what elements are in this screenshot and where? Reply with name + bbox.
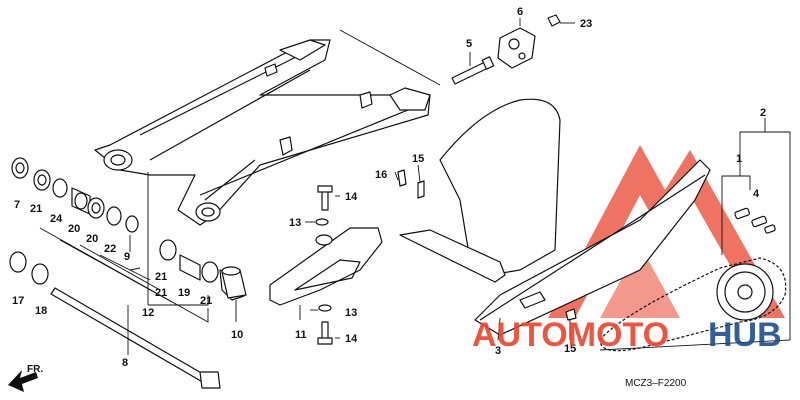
callout-14-top: 14: [345, 191, 358, 203]
pivot-axle: [50, 287, 221, 389]
callout-12: 12: [142, 307, 154, 319]
callout-4: 4: [753, 188, 760, 200]
callout-24: 24: [50, 213, 63, 225]
callout-23: 23: [580, 18, 592, 30]
swingarm: [94, 39, 431, 226]
front-direction-label: FR.: [27, 364, 43, 375]
watermark-text: AUTOMOTO HUB: [472, 316, 782, 354]
diagram-code: MCZ3–F2200: [625, 378, 687, 389]
rear-fender: [399, 98, 711, 336]
drive-chain: [599, 257, 787, 352]
callout-20-b: 20: [86, 233, 98, 245]
callout-15-bottom: 15: [564, 343, 576, 355]
callout-5: 5: [466, 38, 472, 50]
bolt-14-bottom: [317, 321, 333, 345]
chain-adjuster: [497, 27, 536, 69]
callout-labels: 6 23 5 2 1 4 15 16 14 13 13 14 11 10 3 1…: [12, 6, 766, 369]
callout-8: 8: [122, 357, 128, 369]
callout-2: 2: [760, 107, 766, 119]
callout-6: 6: [517, 6, 523, 18]
callout-21-c: 21: [200, 295, 212, 307]
callout-22: 22: [104, 243, 116, 255]
callout-10: 10: [231, 329, 243, 341]
front-direction-arrow: FR.: [8, 364, 43, 392]
washer-13-bottom: [318, 304, 332, 312]
chain-slider: [269, 227, 383, 306]
callout-21-b: 21: [155, 271, 167, 283]
callout-13-top: 13: [289, 217, 301, 229]
bolt-16: [397, 169, 407, 187]
adjuster-bolt: [451, 56, 495, 85]
collar-10: [221, 266, 247, 299]
bolt-15-bottom: [565, 308, 577, 321]
nut-23: [547, 14, 561, 27]
callout-15-top: 15: [412, 153, 424, 165]
callout-11: 11: [295, 329, 307, 341]
callout-17: 17: [12, 295, 24, 307]
callout-20-a: 20: [68, 223, 80, 235]
leader-lines: [39, 18, 791, 355]
callout-7: 7: [14, 199, 20, 211]
watermark-hub: HUB: [708, 316, 782, 354]
bolt-15-top: [417, 180, 425, 199]
bolt-14-top: [317, 185, 333, 211]
callout-21-d: 21: [155, 287, 167, 299]
callout-14-bottom: 14: [345, 333, 358, 345]
master-link-kit: [734, 207, 776, 234]
callout-18: 18: [35, 305, 47, 317]
washer-13-top: [315, 218, 329, 226]
callout-9: 9: [124, 251, 130, 263]
callout-3: 3: [495, 345, 501, 357]
callout-16: 16: [375, 169, 387, 181]
callout-13-bottom: 13: [345, 307, 357, 319]
callout-1: 1: [736, 153, 742, 165]
callout-19: 19: [178, 287, 190, 299]
callout-21-a: 21: [30, 203, 42, 215]
watermark-automoto: AUTOMOTO: [472, 316, 669, 354]
